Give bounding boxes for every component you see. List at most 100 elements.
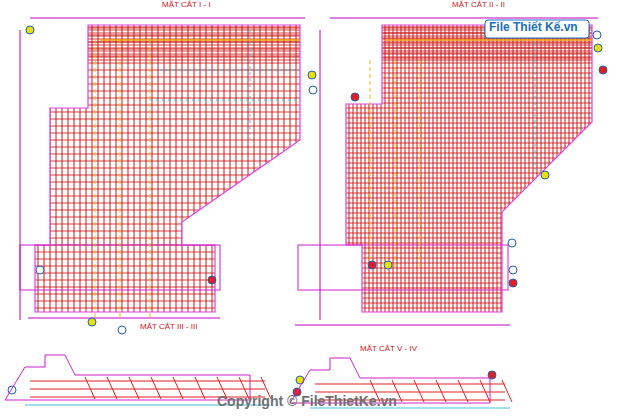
- rebar-line: [346, 123, 592, 124]
- rebar-line: [346, 45, 592, 46]
- callout-bubble: [599, 66, 607, 74]
- callout-bubble: [509, 266, 517, 274]
- rebar-line: [346, 39, 592, 40]
- rebar-line: [200, 25, 201, 312]
- dimension-line: [385, 39, 592, 40]
- rebar-line: [35, 182, 300, 183]
- watermark: Copyright © FileThietKe.vn: [215, 394, 399, 409]
- section-title: MẶT CẮT V - IV: [358, 345, 419, 354]
- rebar-line: [62, 25, 63, 312]
- callout-bubble: [309, 86, 317, 94]
- rebar-line: [35, 266, 300, 267]
- rebar-line: [290, 25, 291, 312]
- rebar-line: [346, 268, 592, 269]
- dimension-line: [370, 60, 371, 270]
- rebar-line: [35, 48, 300, 49]
- rebar-line: [346, 60, 592, 61]
- rebar-line: [296, 25, 297, 312]
- rebar-line: [346, 228, 592, 229]
- rebar-line: [35, 54, 300, 55]
- rebar-line: [248, 25, 249, 312]
- rebar-line: [116, 25, 117, 312]
- dimension-line: [30, 18, 305, 19]
- dimension-line: [395, 60, 396, 270]
- rebar-line: [346, 208, 592, 209]
- rebar-line: [35, 147, 300, 148]
- logo-text: File Thiết Kế.vn: [487, 21, 580, 34]
- rebar-line: [346, 258, 592, 259]
- rebar-line: [35, 51, 300, 52]
- rebar-line: [346, 263, 592, 264]
- rebar-line: [346, 48, 592, 49]
- rebar-line: [35, 133, 300, 134]
- rebar-line: [104, 25, 105, 312]
- rebar-line: [35, 49, 300, 50]
- rebar-line: [35, 238, 300, 239]
- rebar-line: [346, 88, 592, 89]
- rebar-line: [284, 25, 285, 312]
- rebar-line: [346, 113, 592, 114]
- rebar-line: [346, 58, 592, 59]
- rebar-line: [346, 303, 592, 304]
- rebar-line: [35, 196, 300, 197]
- rebar-line: [346, 128, 592, 129]
- rebar-line: [35, 35, 300, 36]
- rebar-line: [35, 273, 300, 274]
- rebar-line: [35, 84, 300, 85]
- rebar-line: [346, 243, 592, 244]
- rebar-line: [346, 83, 592, 84]
- rebar-line: [346, 98, 592, 99]
- rebar-line: [35, 280, 300, 281]
- rebar-line: [86, 25, 87, 312]
- rebar-line: [164, 25, 165, 312]
- rebar-line: [35, 259, 300, 260]
- rebar-line: [346, 173, 592, 174]
- rebar-line: [346, 78, 592, 79]
- logo-box: [485, 20, 589, 38]
- rebar-line: [346, 278, 592, 279]
- dimension-line: [160, 70, 300, 71]
- rebar-line: [346, 53, 592, 54]
- dimension-line: [28, 318, 220, 319]
- rebar-line: [134, 25, 135, 312]
- callout-bubble: [308, 71, 316, 79]
- rebar-line: [242, 25, 243, 312]
- rebar-line: [346, 138, 592, 139]
- rebar-line: [369, 25, 370, 312]
- rebar-line: [346, 48, 592, 49]
- rebar-line: [35, 231, 300, 232]
- rebar-line: [35, 105, 300, 106]
- rebar-line: [346, 308, 592, 309]
- rebar-line: [110, 25, 111, 312]
- rebar-line: [346, 233, 592, 234]
- rebar-line: [278, 25, 279, 312]
- rebar-line: [35, 45, 300, 46]
- rebar-line: [188, 25, 189, 312]
- dimension-line: [535, 30, 536, 170]
- rebar-line: [346, 188, 592, 189]
- rebar-line: [80, 25, 81, 312]
- rebar-line: [92, 25, 93, 312]
- rebar-line: [353, 25, 354, 312]
- rebar-line: [346, 54, 592, 55]
- rebar-line: [346, 43, 592, 44]
- rebar-line: [346, 223, 592, 224]
- rebar-line: [35, 203, 300, 204]
- rebar-line: [346, 168, 592, 169]
- dimension-line: [250, 30, 251, 140]
- rebar-line: [346, 248, 592, 249]
- rebar-line: [346, 238, 592, 239]
- rebar-line: [346, 193, 592, 194]
- rebar-line: [346, 253, 592, 254]
- rebar-line: [377, 25, 378, 312]
- rebar-line: [349, 25, 350, 312]
- rebar-line: [346, 108, 592, 109]
- callout-bubble: [208, 276, 216, 284]
- rebar-line: [206, 25, 207, 312]
- rebar-line: [35, 30, 300, 31]
- rebar-line: [346, 57, 592, 58]
- section-title: MẶT CẮT I - I: [160, 1, 213, 10]
- callout-bubble: [351, 93, 359, 101]
- rebar-line: [361, 25, 362, 312]
- rebar-line: [218, 25, 219, 312]
